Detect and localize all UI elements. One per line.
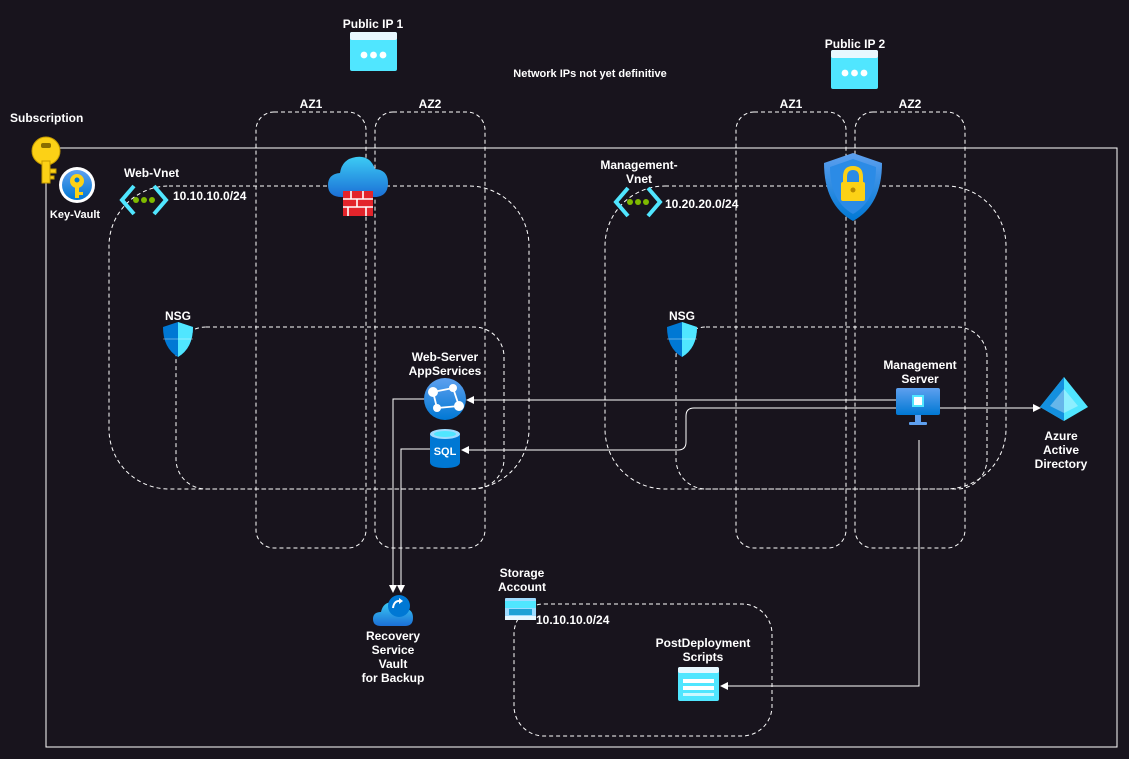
web-az1-boundary <box>255 111 367 549</box>
sql-database-icon: SQL <box>430 429 460 468</box>
mgmt-az1-label: AZ1 <box>779 97 803 111</box>
scripts-label-line1: PostDeployment <box>655 636 751 650</box>
web-vnet-label: Web-Vnet <box>124 166 180 180</box>
mgmt-vnet-label-line2: Vnet <box>625 172 652 186</box>
storage-container-icon <box>678 667 719 701</box>
firewall-icon <box>328 156 388 216</box>
storage-account-icon <box>505 598 536 620</box>
mgmt-vnet-boundary <box>604 185 1007 490</box>
mgmt-vnet-label-line1: Management- <box>600 158 678 172</box>
mgmt-az2-label: AZ2 <box>898 97 922 111</box>
aad-label-line1: Azure <box>1044 429 1078 443</box>
azure-ad-icon <box>1040 377 1088 421</box>
recovery-vault-label-line3: Vault <box>378 657 408 671</box>
web-vnet-cidr: 10.10.10.0/24 <box>173 189 247 203</box>
subscription-boundary <box>45 147 1118 748</box>
mgmt-nsg-label: NSG <box>668 309 695 323</box>
mgmt-az1-boundary <box>735 111 847 549</box>
vm-server-icon <box>896 388 940 425</box>
recovery-vault-label-line2: Service <box>371 643 415 657</box>
recovery-vault-label-line1: Recovery <box>365 629 421 643</box>
web-server-label-line2: AppServices <box>408 364 482 378</box>
aad-label-line3: Directory <box>1034 457 1088 471</box>
web-az2-boundary <box>374 111 486 549</box>
connector-mgmt-to-scripts <box>720 440 920 690</box>
shield-lock-icon <box>824 153 882 221</box>
mgmt-server-label-line1: Management <box>883 358 957 372</box>
key-vault-icon <box>59 167 95 203</box>
key-icon <box>31 136 61 184</box>
public-ip-1-label: Public IP 1 <box>342 17 404 31</box>
storage-label-line2: Account <box>498 580 546 594</box>
storage-label-line1: Storage <box>499 566 545 580</box>
web-nsg-boundary <box>175 326 505 490</box>
web-az1-label: AZ1 <box>299 97 323 111</box>
recovery-vault-label-line4: for Backup <box>361 671 425 685</box>
app-service-icon <box>424 378 466 420</box>
storage-cidr: 10.10.10.0/24 <box>536 613 610 627</box>
vnet-icon <box>119 184 169 216</box>
subscription-label: Subscription <box>10 111 84 125</box>
nsg-shield-icon <box>163 322 193 357</box>
nsg-shield-icon <box>667 322 697 357</box>
connector-webapp-to-vault <box>389 398 424 593</box>
network-note: Network IPs not yet definitive <box>513 68 667 80</box>
connector-sql-to-vault <box>397 448 430 593</box>
storage-boundary <box>513 603 773 737</box>
public-ip-icon <box>831 50 878 89</box>
web-nsg-label: NSG <box>164 309 191 323</box>
public-ip-2-label: Public IP 2 <box>824 37 886 51</box>
mgmt-vnet-cidr: 10.20.20.0/24 <box>665 197 739 211</box>
vnet-icon <box>613 186 663 218</box>
connector-mgmt-to-sql <box>461 407 898 454</box>
mgmt-server-label-line2: Server <box>901 372 939 386</box>
sql-label: SQL <box>434 446 457 458</box>
public-ip-icon <box>350 32 397 71</box>
web-az2-label: AZ2 <box>418 97 442 111</box>
aad-label-line2: Active <box>1042 443 1080 457</box>
web-server-label-line1: Web-Server <box>411 350 479 364</box>
scripts-label-line2: Scripts <box>682 650 724 664</box>
mgmt-az2-boundary <box>854 111 966 549</box>
recovery-vault-icon <box>373 595 413 626</box>
key-vault-label: Key-Vault <box>49 209 101 221</box>
